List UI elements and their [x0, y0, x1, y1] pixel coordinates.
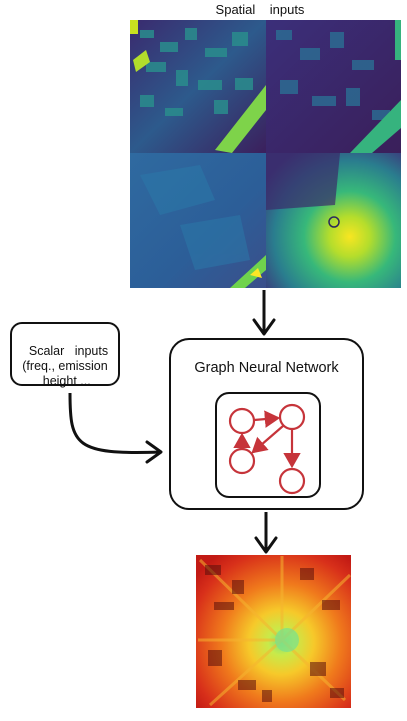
spatial-inputs-title: Spatial inputs — [215, 2, 305, 17]
graph-icon — [228, 403, 306, 495]
spatial-tile-distance-map — [130, 153, 266, 288]
graph-edge — [253, 410, 281, 428]
gnn-graph-panel — [215, 392, 321, 498]
gnn-box: Graph Neural Network — [169, 338, 364, 510]
spatial-tile-buildings — [130, 20, 266, 153]
scalar-inputs-label: Scalar inputs (freq., emission height ..… — [22, 344, 109, 388]
scalar-inputs-box: Scalar inputs (freq., emission height ..… — [10, 322, 120, 388]
gnn-title: Graph Neural Network — [194, 360, 339, 376]
graph-node — [278, 403, 306, 431]
graph-node — [278, 467, 306, 495]
output-heatmap — [196, 555, 352, 708]
spatial-tile-los-map — [266, 153, 401, 288]
graph-node — [228, 407, 256, 435]
graph-node — [228, 447, 256, 475]
graph-edge — [251, 425, 284, 454]
arrow-scalar-to-gnn — [68, 392, 161, 454]
spatial-tile-topology — [266, 20, 401, 153]
